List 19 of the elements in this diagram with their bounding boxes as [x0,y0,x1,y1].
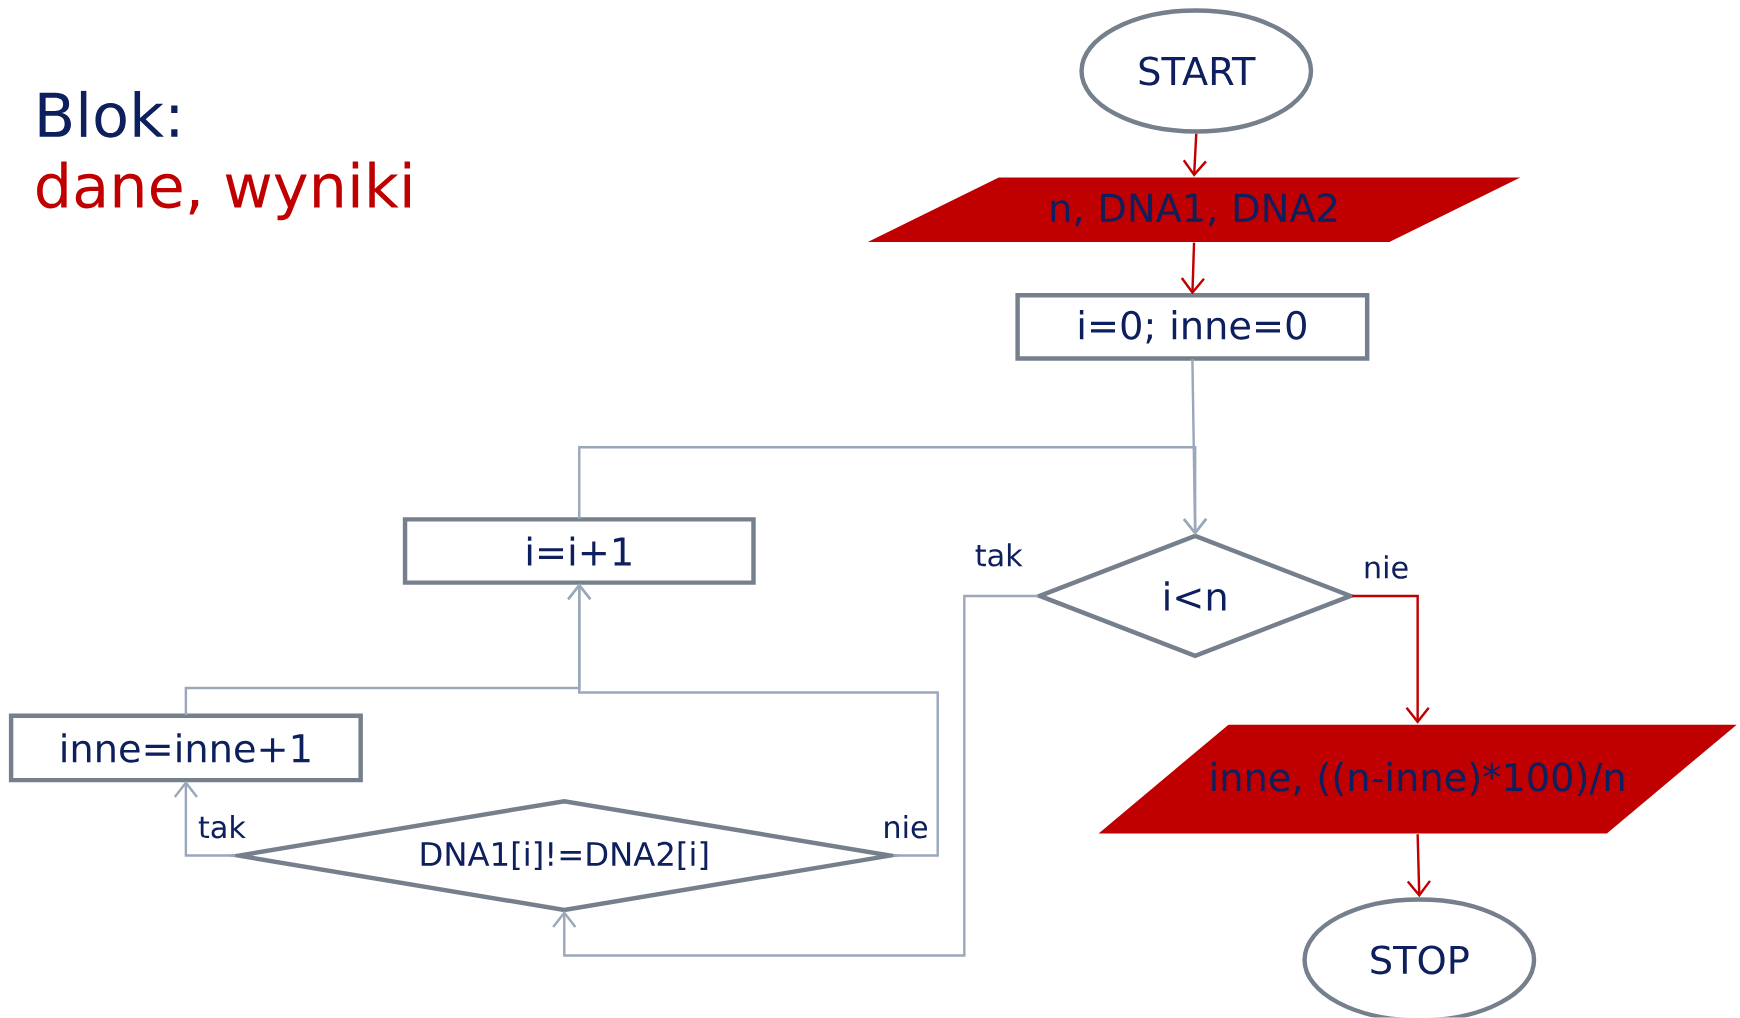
subtitle: dane, wyniki [37,161,410,221]
data-parallelogram: inne, ((n-inne)*100)/n [1098,724,1737,834]
arrow [552,594,1039,957]
arrow [1180,242,1205,295]
title: Blok: [39,91,178,138]
arrow [173,781,236,857]
process-box: i=i+1 [402,517,756,585]
data-parallelogram: n, DNA1, DNA2 [867,177,1521,243]
arrow [578,446,1208,536]
edge-label: tak [195,813,248,841]
process-box: inne=inne+1 [8,713,363,783]
arrow [1352,594,1430,724]
arrow [1182,133,1207,178]
process-box: i=0; inne=0 [1015,293,1370,361]
arrow [184,583,592,716]
edge-label: nie [880,813,931,841]
edge-label: tak [972,541,1025,569]
edge-label: nie [1360,553,1412,581]
arrow [1406,834,1431,898]
